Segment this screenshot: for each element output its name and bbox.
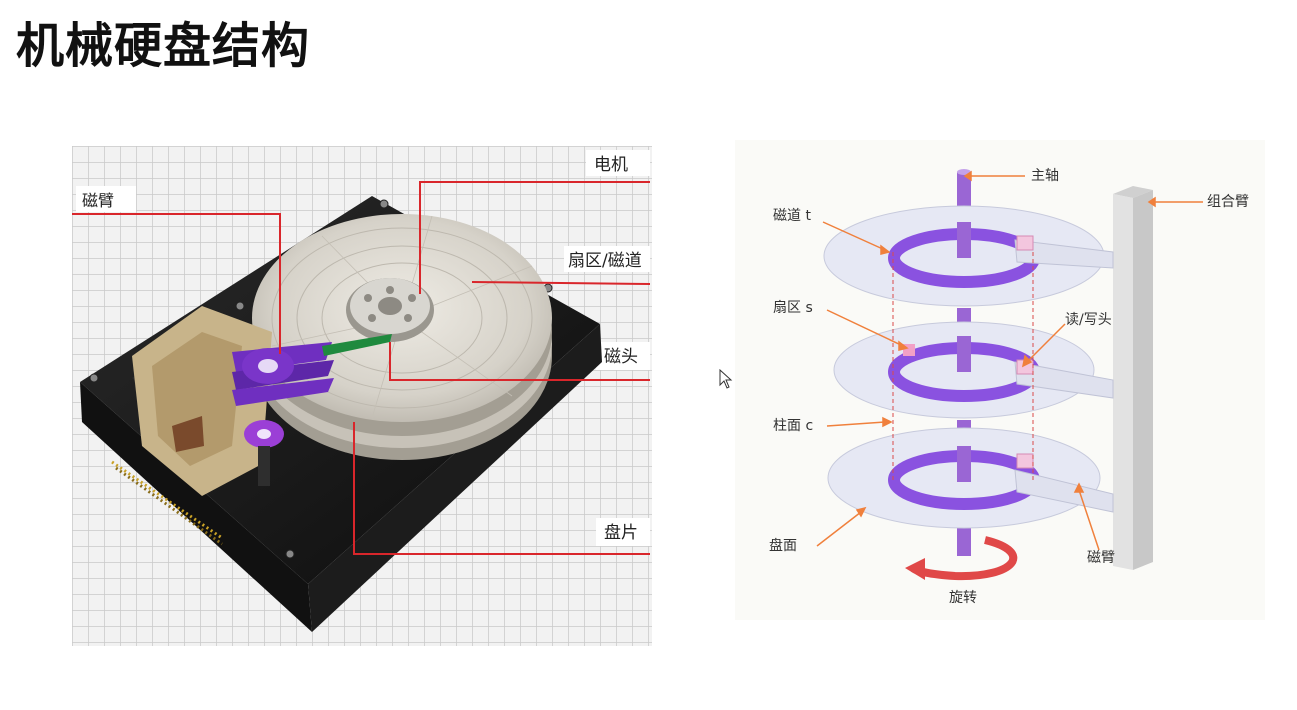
label-box-platter [596, 518, 650, 546]
label-rw-head: 读/写头 [1065, 311, 1112, 328]
label-head: 磁头 [604, 347, 638, 367]
rotation-arrow-icon [905, 536, 1018, 581]
label-sector-track: 扇区/磁道 [568, 251, 642, 271]
label-arm: 磁臂 [1087, 550, 1115, 566]
cylinder-lines [892, 252, 1034, 480]
disk-top [823, 205, 1114, 307]
label-cylinder: 柱面 c [773, 418, 813, 434]
label-track: 磁道 t [773, 208, 811, 224]
leader-platter [353, 422, 650, 555]
platter-stack [252, 214, 552, 460]
label-box-sector [564, 246, 650, 272]
label-motor: 电机 [594, 155, 628, 175]
label-platter: 盘片 [604, 523, 638, 543]
label-box-head [596, 342, 650, 370]
label-surface: 盘面 [769, 537, 797, 554]
label-spindle: 主轴 [1031, 168, 1059, 184]
label-box-motor [586, 150, 650, 176]
platter-schematic: 主轴 组合臂 磁道 t 扇区 s 读/写头 柱面 c 盘面 磁臂 旋转 [735, 140, 1265, 620]
hdd-svg: 电机 磁臂 扇区/磁道 磁头 盘片 [72, 146, 652, 646]
disk-bottom [827, 427, 1114, 529]
leader-head [389, 342, 650, 381]
hdd-illustration: 电机 磁臂 扇区/磁道 磁头 盘片 [72, 146, 652, 646]
leader-sector [471, 281, 651, 285]
pointer-arrows [816, 170, 1203, 551]
leader-lines [72, 181, 651, 555]
label-arm: 磁臂 [82, 191, 114, 210]
leader-motor [419, 181, 650, 294]
schematic-svg: 主轴 组合臂 磁道 t 扇区 s 读/写头 柱面 c 盘面 磁臂 旋转 [735, 140, 1265, 620]
actuator-assembly [132, 306, 392, 496]
leader-arm [72, 213, 281, 354]
label-rotation: 旋转 [949, 590, 977, 606]
comb-arm-column [1113, 186, 1153, 570]
label-box-arm [76, 186, 136, 212]
mouse-cursor-icon [719, 369, 733, 389]
page-title: 机械硬盘结构 [16, 18, 311, 74]
label-sector: 扇区 s [773, 300, 813, 316]
label-comb: 组合臂 [1207, 194, 1249, 210]
